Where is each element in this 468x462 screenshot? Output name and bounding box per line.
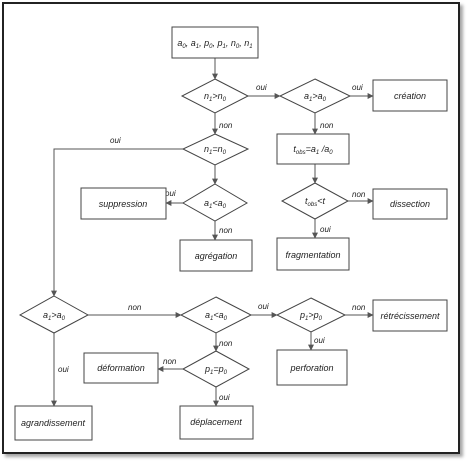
result-box: [14, 405, 93, 441]
node-start-variables: a0, a1, p0, p1, n0, n1: [171, 26, 259, 59]
edge-label-oui: oui: [258, 302, 269, 311]
decision-label: a1>a0: [43, 310, 66, 322]
node-perforation: perforation: [276, 349, 348, 386]
decision-shape: [18, 295, 90, 334]
suppression-label: suppression: [99, 199, 148, 209]
decision-n1-gt-n0: n1>n0: [180, 78, 250, 114]
node-dissection: dissection: [372, 188, 448, 220]
agregation-label: agrégation: [195, 251, 238, 261]
node-fragmentation: fragmentation: [276, 237, 350, 271]
creation-label: création: [394, 91, 426, 101]
decision-a1-gt-a0-left: a1>a0: [18, 295, 90, 334]
edge-label-oui: oui: [314, 336, 325, 345]
decision-label: a1<a0: [204, 198, 227, 210]
edge-label-non: non: [352, 303, 366, 312]
start-label: a0, a1, p0, p1, n0, n1: [177, 38, 252, 50]
decision-label: n1=n0: [204, 144, 227, 156]
node-deplacement: déplacement: [179, 405, 254, 440]
edge-label-oui: oui: [352, 83, 363, 92]
edge-labels: oui oui non non oui non oui oui non non …: [58, 83, 366, 402]
decision-shape: [278, 78, 352, 114]
decision-shape: [280, 182, 350, 220]
fragmentation-label: fragmentation: [285, 250, 340, 260]
result-box: [276, 349, 348, 386]
edge-label-non: non: [219, 339, 233, 348]
decision-a1-lt-a0-bot: a1<a0: [179, 296, 253, 334]
edge-label-oui: oui: [165, 189, 176, 198]
agrandissement-label: agrandissement: [21, 418, 86, 428]
node-tobs-formula: tobs=a1 /a0: [276, 133, 350, 165]
edge-label-non: non: [352, 190, 366, 199]
node-creation: création: [372, 79, 448, 112]
decision-shape: [181, 350, 251, 388]
decision-shape: [179, 296, 253, 334]
formula-box: [276, 133, 350, 165]
decision-label: p1=p0: [204, 364, 228, 376]
decision-a1-lt-a0-mid: a1<a0: [182, 183, 248, 222]
result-box: [179, 239, 253, 272]
deformation-label: déformation: [97, 363, 145, 373]
decision-p1-eq-p0: p1=p0: [181, 350, 251, 388]
decision-tobs-lt-t: tobs<t: [280, 182, 350, 220]
result-box: [276, 237, 350, 271]
edge-label-oui: oui: [110, 136, 121, 145]
node-suppression: suppression: [80, 187, 167, 220]
result-box: [372, 299, 448, 332]
decision-label: n1>n0: [204, 91, 227, 103]
edge-label-oui: oui: [58, 365, 69, 374]
decision-shape: [182, 183, 248, 222]
decision-label: a1>a0: [304, 91, 327, 103]
decision-shape: [180, 78, 250, 114]
result-box: [80, 187, 167, 220]
result-box: [372, 79, 448, 112]
edge-label-non: non: [320, 121, 334, 130]
edge-label-non: non: [219, 121, 233, 130]
result-box: [372, 188, 448, 220]
diagram-frame: [2, 2, 460, 454]
perforation-label: perforation: [289, 363, 333, 373]
edge-label-oui: oui: [320, 225, 331, 234]
result-box: [83, 352, 159, 384]
dissection-label: dissection: [390, 199, 430, 209]
decision-label: a1<a0: [205, 310, 228, 322]
decision-shape: [181, 133, 250, 166]
decision-n1-eq-n0: n1=n0: [181, 133, 250, 166]
edge-n1-eq-n0-to-a1-gt-a0-left: [51, 148, 183, 297]
edge-label-non: non: [128, 303, 142, 312]
node-retrecissement: rétrécissement: [372, 299, 448, 332]
edge-label-oui: oui: [256, 83, 267, 92]
result-box: [179, 405, 254, 440]
node-agrandissement: agrandissement: [14, 405, 93, 441]
edge-label-non: non: [163, 357, 177, 366]
tobs-label: tobs=a1 /a0: [293, 144, 333, 156]
decision-label: tobs<t: [305, 196, 325, 208]
edge-label-oui: oui: [219, 393, 230, 402]
decision-a1-gt-a0-top: a1>a0: [278, 78, 352, 114]
decision-p1-gt-p0: p1>p0: [275, 297, 347, 333]
node-deformation: déformation: [83, 352, 159, 384]
deplacement-label: déplacement: [190, 417, 242, 427]
retrecissement-label: rétrécissement: [380, 311, 440, 321]
decision-shape: [275, 297, 347, 333]
start-box: [171, 26, 259, 59]
edges: [51, 58, 374, 407]
node-agregation: agrégation: [179, 239, 253, 272]
decision-label: p1>p0: [299, 310, 323, 322]
edge-label-non: non: [219, 226, 233, 235]
